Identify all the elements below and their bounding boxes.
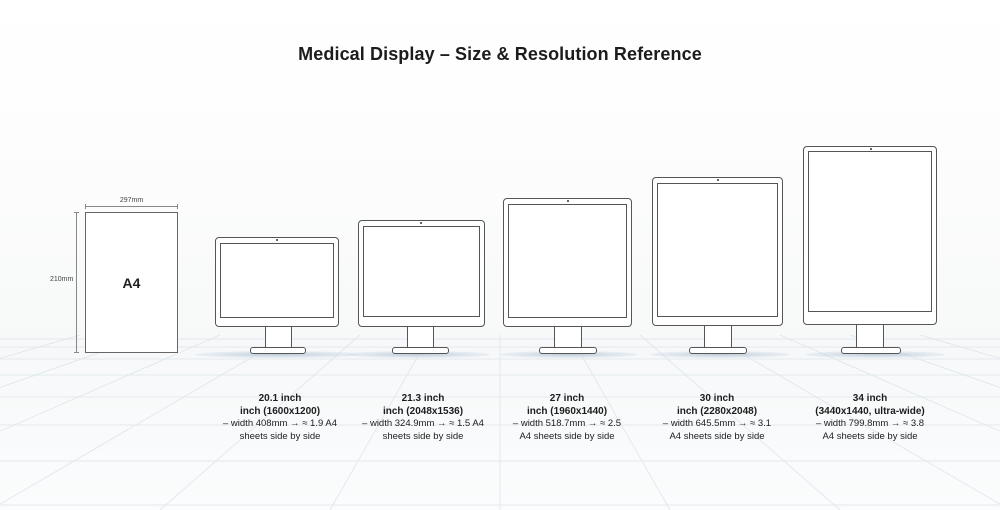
monitor-stand-neck — [407, 327, 434, 348]
monitor-shadow — [195, 351, 360, 358]
a4-height-label: 210mm — [50, 276, 74, 283]
caption-sheets: sheets side by side — [239, 430, 321, 442]
a4-sheet-label: A4 — [122, 275, 141, 291]
monitor-stand-base — [689, 347, 747, 354]
caption-size: 20.1 inch — [258, 393, 302, 404]
caption-size: 34 inch — [852, 393, 888, 404]
monitor-shadow — [650, 351, 790, 358]
camera-dot-icon — [276, 239, 278, 241]
caption-width: – width 518.7mm → ≈ 2.5 — [512, 418, 622, 429]
monitor-stand-neck — [554, 327, 582, 348]
caption-sheets: sheets side by side — [382, 430, 464, 442]
camera-dot-icon — [420, 222, 422, 224]
monitor-shadow — [805, 351, 945, 358]
caption-sheets: A4 sheets side by side — [822, 430, 918, 442]
monitor-stand-base — [250, 347, 306, 354]
monitor-caption-27: 27 inch inch (1960x1440) – width 518.7mm… — [487, 393, 647, 443]
caption-resolution: inch (2048x1536) — [382, 405, 464, 417]
monitor-shadow — [345, 351, 490, 358]
monitor-shadow — [500, 351, 638, 358]
a4-width-label: 297mm — [119, 197, 144, 204]
monitor-screen — [657, 183, 778, 317]
monitor-screen — [808, 151, 932, 312]
page-title: Medical Display – Size & Resolution Refe… — [298, 44, 702, 64]
camera-dot-icon — [717, 179, 719, 181]
caption-width: – width 324.9mm → ≈ 1.5 A4 — [362, 418, 484, 429]
caption-resolution: inch (2280x2048) — [676, 405, 758, 417]
monitor-caption-34: 34 inch (3440x1440, ultra-wide) – width … — [790, 393, 950, 443]
monitor-caption-20-1: 20.1 inch inch (1600x1200) – width 408mm… — [200, 393, 360, 443]
caption-size: 27 inch — [549, 393, 585, 404]
a4-width-dimension-line — [85, 204, 178, 209]
caption-sheets: A4 sheets side by side — [669, 430, 765, 442]
caption-size: 30 inch — [699, 393, 735, 404]
caption-resolution: inch (1600x1200) — [239, 405, 321, 417]
floor-grid-lines — [0, 335, 1000, 510]
monitor-stand-base — [392, 347, 449, 354]
caption-size: 21.3 inch — [401, 393, 445, 404]
caption-width: – width 799.8mm → ≈ 3.8 — [815, 418, 925, 429]
monitor-stand-neck — [704, 326, 732, 348]
monitor-stand-base — [539, 347, 597, 354]
floor-grid — [0, 335, 1000, 510]
caption-resolution: (3440x1440, ultra-wide) — [815, 405, 925, 417]
monitor-caption-30: 30 inch inch (2280x2048) – width 645.5mm… — [637, 393, 797, 443]
camera-dot-icon — [870, 148, 872, 150]
a4-height-dimension-line — [74, 212, 79, 353]
monitor-screen — [220, 243, 334, 318]
caption-resolution: inch (1960x1440) — [526, 405, 608, 417]
monitor-caption-21-3: 21.3 inch inch (2048x1536) – width 324.9… — [343, 393, 503, 443]
camera-dot-icon — [567, 200, 569, 202]
monitor-stand-neck — [856, 325, 884, 348]
caption-width: – width 645.5mm → ≈ 3.1 — [662, 418, 772, 429]
monitor-screen — [363, 226, 480, 317]
monitor-stand-base — [841, 347, 901, 354]
monitor-stand-neck — [265, 327, 292, 348]
monitor-screen — [508, 204, 627, 318]
caption-sheets: A4 sheets side by side — [519, 430, 615, 442]
a4-sheet: A4 — [85, 212, 178, 353]
caption-width: – width 408mm → ≈ 1.9 A4 — [223, 418, 337, 429]
